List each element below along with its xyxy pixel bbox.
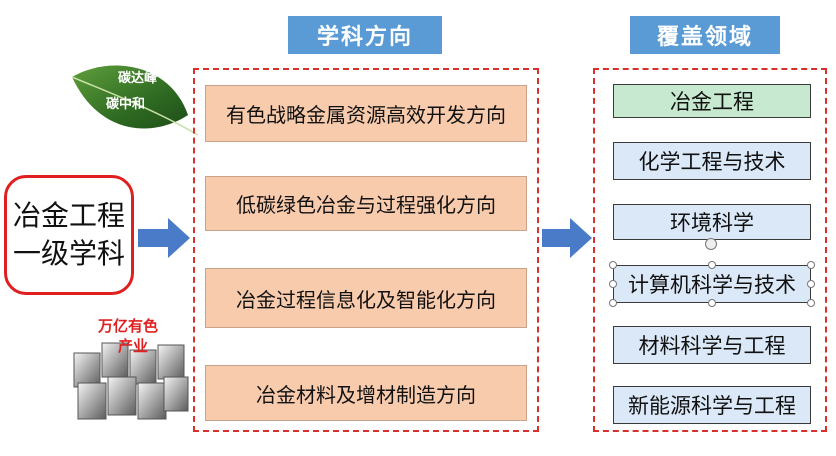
- resize-handle-mr[interactable]: [807, 280, 815, 288]
- coverage-box-4[interactable]: 计算机科学与技术: [613, 265, 811, 303]
- coverage-box-6: 新能源科学与工程: [613, 386, 811, 424]
- coverage-box-5: 材料科学与工程: [613, 326, 811, 364]
- leaf-image: 碳达峰 碳中和: [60, 55, 200, 145]
- directions-panel: [193, 68, 539, 432]
- industry-text-1: 万亿有色: [98, 317, 159, 335]
- resize-handle-br[interactable]: [807, 299, 815, 307]
- resize-handle-tl[interactable]: [609, 261, 617, 269]
- leaf-icon: [71, 65, 199, 136]
- direction-box-1: 有色战略金属资源高效开发方向: [205, 85, 527, 142]
- root-line-1: 冶金工程: [12, 199, 125, 232]
- direction-box-4: 冶金材料及增材制造方向: [205, 365, 527, 421]
- direction-box-2: 低碳绿色冶金与过程强化方向: [205, 176, 527, 231]
- industry-text-2: 产业: [118, 337, 149, 355]
- arrow-right-2-icon: [542, 218, 592, 258]
- resize-handle-bl[interactable]: [609, 299, 617, 307]
- direction-box-3: 冶金过程信息化及智能化方向: [205, 268, 527, 328]
- coverage-panel: [593, 68, 827, 432]
- root-discipline-box: 冶金工程 一级学科: [4, 175, 134, 295]
- rotate-handle-icon[interactable]: [705, 238, 717, 250]
- metal-cubes-icon: [73, 342, 189, 420]
- coverage-box-1: 冶金工程: [613, 84, 811, 118]
- metal-cubes-image: 万亿有色 产业: [64, 315, 194, 430]
- resize-handle-bc[interactable]: [708, 299, 716, 307]
- leaf-text-2: 碳中和: [106, 97, 146, 112]
- coverage-header: 覆盖领域: [630, 16, 780, 54]
- disciplines-header: 学科方向: [288, 16, 442, 54]
- coverage-box-3: 环境科学: [613, 204, 811, 240]
- resize-handle-tr[interactable]: [807, 261, 815, 269]
- root-line-2: 一级学科: [12, 237, 125, 270]
- arrow-right-1-icon: [138, 218, 190, 258]
- leaf-text-1: 碳达峰: [118, 71, 158, 86]
- resize-handle-ml[interactable]: [609, 280, 617, 288]
- coverage-box-2: 化学工程与技术: [613, 142, 811, 180]
- resize-handle-tc[interactable]: [708, 261, 716, 269]
